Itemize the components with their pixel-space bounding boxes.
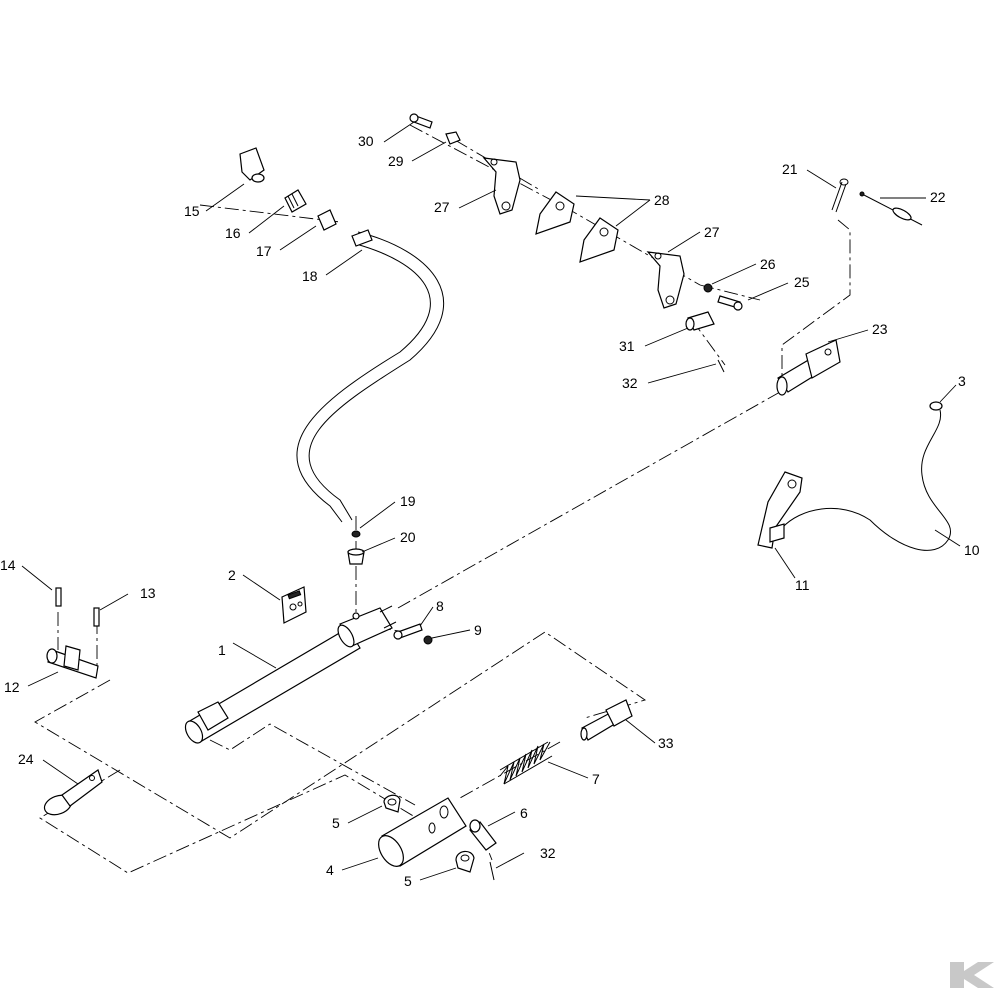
part-24-clamp: [43, 769, 103, 816]
part-19-o-ring: [351, 530, 361, 538]
part-20-fitting: [347, 548, 365, 565]
callout-32-lower: 32: [540, 845, 556, 861]
callout-30: 30: [358, 133, 374, 149]
callout-7: 7: [592, 771, 600, 787]
callout-9: 9: [474, 622, 482, 638]
callout-14: 14: [0, 557, 16, 573]
callout-29: 29: [388, 153, 404, 169]
brand-logo-mark: [950, 962, 994, 988]
part-29-nut: [445, 131, 461, 145]
callout-5-upper: 5: [332, 815, 340, 831]
part-27-bracket-lower: [646, 251, 685, 309]
callout-13: 13: [140, 585, 156, 601]
part-17-adapter: [317, 209, 337, 231]
part-1-cylinder: [184, 605, 397, 744]
part-32-cotter-pin-upper: [717, 359, 725, 373]
part-28-plate-upper: [535, 191, 575, 235]
part-4-pin-tube: [378, 797, 467, 867]
callout-31: 31: [619, 338, 635, 354]
part-2-decal: [281, 586, 307, 624]
callout-16: 16: [225, 225, 241, 241]
part-22-lynch-pin: [859, 191, 923, 226]
callout-23: 23: [872, 321, 888, 337]
part-8-bolt: [393, 623, 423, 640]
part-3-10-cable: [781, 401, 951, 551]
callout-8: 8: [436, 598, 444, 614]
part-28-plate-lower: [579, 217, 619, 263]
part-11-lever-plate: [757, 471, 803, 549]
callout-3: 3: [958, 373, 966, 389]
part-6-pin: [469, 819, 497, 851]
callout-27-upper: 27: [434, 199, 450, 215]
part-13-roll-pin: [93, 607, 100, 627]
part-16-coupler: [284, 189, 307, 213]
callout-17: 17: [256, 243, 272, 259]
part-14-roll-pin: [55, 587, 62, 607]
part-7-spring: [499, 741, 553, 785]
callout-25: 25: [794, 274, 810, 290]
part-25-bolt: [717, 295, 743, 311]
callout-5-lower: 5: [404, 873, 412, 889]
callout-26: 26: [760, 256, 776, 272]
callout-12: 12: [4, 679, 20, 695]
part-27-bracket-upper: [482, 157, 521, 215]
callout-2: 2: [228, 567, 236, 583]
callout-28: 28: [654, 192, 670, 208]
part-9-nut: [423, 635, 433, 645]
callout-22: 22: [930, 189, 946, 205]
callout-numbers: 1 2 3 4 5 5 6 7 8 9 10 11 12 13 14 15 16…: [0, 133, 980, 889]
callout-4: 4: [326, 862, 334, 878]
part-15-dust-cap: [239, 147, 265, 183]
part-30-bolt: [409, 113, 433, 129]
part-12-shaft: [46, 645, 99, 679]
part-18-hose: [296, 229, 444, 523]
callout-24: 24: [18, 751, 34, 767]
part-23-clevis: [776, 339, 841, 396]
callout-1: 1: [218, 642, 226, 658]
part-33-bolt: [580, 699, 633, 741]
callout-15: 15: [184, 203, 200, 219]
part-5-washer-upper: [383, 794, 401, 813]
part-31-bushing: [685, 311, 715, 331]
callout-21: 21: [782, 161, 798, 177]
callout-20: 20: [400, 529, 416, 545]
part-26-nut: [703, 283, 713, 293]
assembly-center-lines: [34, 124, 851, 874]
callout-leaders: [21, 121, 961, 881]
callout-19: 19: [400, 493, 416, 509]
part-5-washer-lower: [455, 850, 475, 873]
callout-32-upper: 32: [622, 375, 638, 391]
callout-10: 10: [964, 542, 980, 558]
callout-6: 6: [520, 805, 528, 821]
callout-11: 11: [795, 577, 810, 593]
callout-18: 18: [302, 268, 318, 284]
part-32-cotter-pin-lower: [489, 861, 495, 881]
callout-27-lower: 27: [704, 224, 720, 240]
callout-33: 33: [658, 735, 674, 751]
part-21-cotter-pin: [831, 178, 849, 213]
